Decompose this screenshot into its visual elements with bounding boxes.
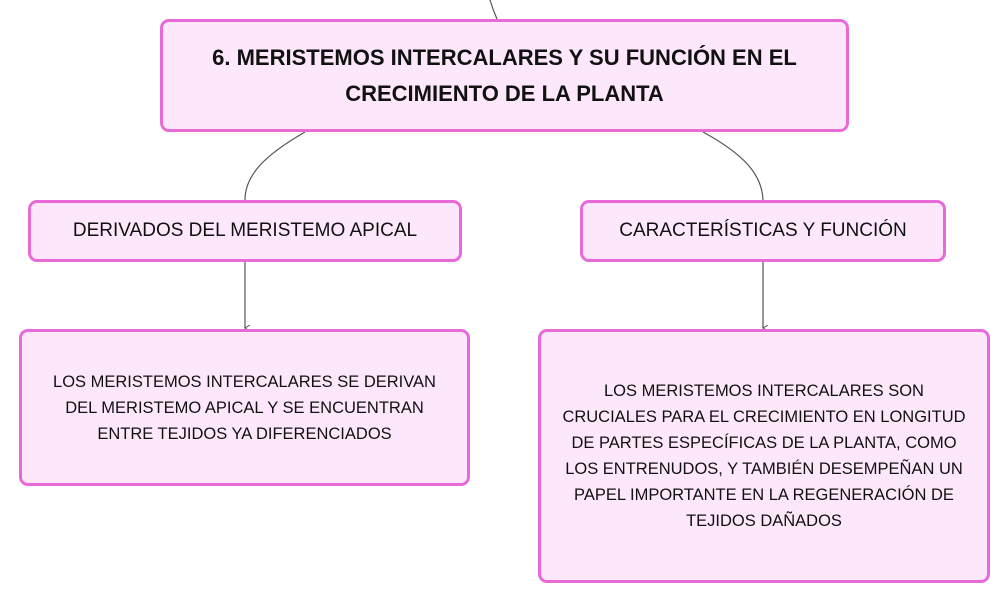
main-topic-title: 6. MERISTEMOS INTERCALARES Y SU FUNCIÓN … xyxy=(212,44,797,106)
connector-parent-to-main xyxy=(489,0,498,20)
branch-node-derivados[interactable]: DERIVADOS DEL MERISTEMO APICAL xyxy=(28,200,462,262)
detail-node-derivados[interactable]: LOS MERISTEMOS INTERCALARES SE DERIVAN D… xyxy=(19,329,470,486)
detail-text-derivados: LOS MERISTEMOS INTERCALARES SE DERIVAN D… xyxy=(53,372,436,443)
branch-label-derivados: DERIVADOS DEL MERISTEMO APICAL xyxy=(72,220,418,241)
main-topic-node[interactable]: 6. MERISTEMOS INTERCALARES Y SU FUNCIÓN … xyxy=(160,19,849,132)
connector-main-to-right-branch xyxy=(702,131,764,201)
detail-text-caracteristicas: LOS MERISTEMOS INTERCALARES SON CRUCIALE… xyxy=(562,382,966,530)
connector-main-to-left-branch xyxy=(244,131,306,201)
branch-node-caracteristicas[interactable]: CARACTERÍSTICAS Y FUNCIÓN xyxy=(580,200,946,262)
detail-node-caracteristicas[interactable]: LOS MERISTEMOS INTERCALARES SON CRUCIALE… xyxy=(538,329,990,583)
branch-label-caracteristicas: CARACTERÍSTICAS Y FUNCIÓN xyxy=(619,220,907,241)
